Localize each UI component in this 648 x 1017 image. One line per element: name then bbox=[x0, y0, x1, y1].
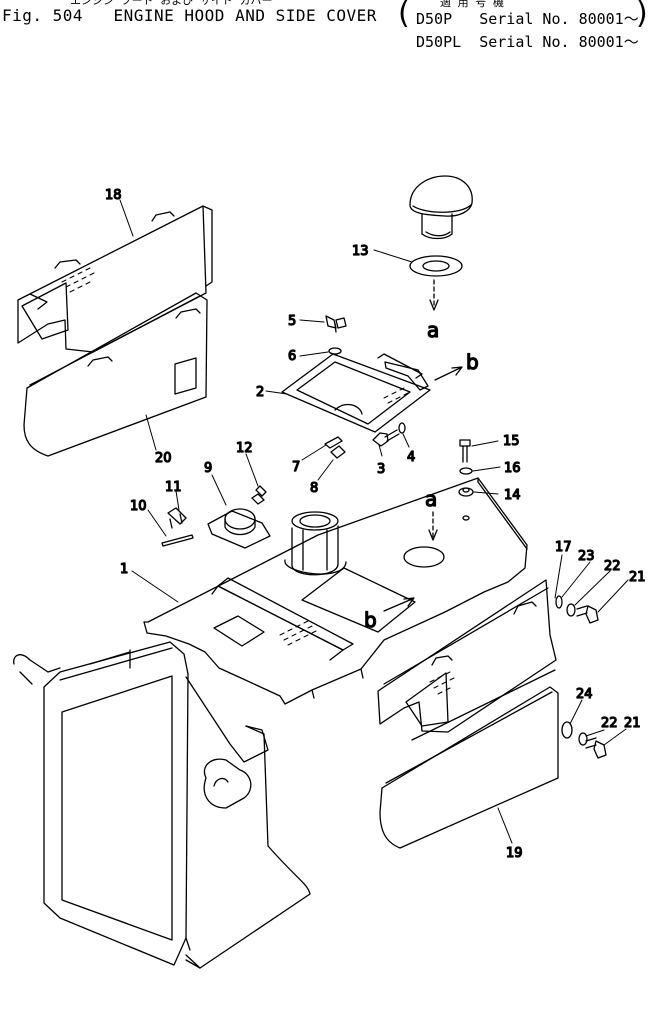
ref-b-right: b bbox=[466, 350, 479, 374]
callout-20: 20 bbox=[155, 451, 172, 466]
callout-4: 4 bbox=[407, 450, 415, 465]
figure-header: エンジン フード および サイド カバー 適 用 号 機 Fig. 504 EN… bbox=[0, 0, 648, 60]
wing-bolt-5 bbox=[325, 315, 347, 333]
ref-a-top: a bbox=[427, 318, 439, 342]
callout-19: 19 bbox=[506, 846, 523, 861]
washer-6 bbox=[328, 347, 342, 355]
filler-cap bbox=[409, 175, 473, 240]
callout-22b: 22 bbox=[601, 716, 618, 731]
washer-24 bbox=[561, 721, 573, 739]
callout-17: 17 bbox=[555, 540, 572, 555]
louver-2 bbox=[383, 387, 409, 404]
lockwasher-22b bbox=[578, 732, 588, 746]
callout-11: 11 bbox=[165, 480, 182, 495]
louver-1 bbox=[279, 620, 317, 646]
leader-b-hood bbox=[383, 598, 413, 612]
bracket-9 bbox=[207, 508, 271, 549]
applicability-row-1: D50P Serial No. 80001～ bbox=[416, 10, 639, 28]
callout-15: 15 bbox=[503, 434, 520, 449]
side-panel-20 bbox=[23, 292, 208, 457]
rod-10 bbox=[161, 534, 194, 547]
callout-24: 24 bbox=[576, 687, 593, 702]
pin-8 bbox=[330, 445, 346, 459]
callout-8: 8 bbox=[310, 481, 318, 496]
callout-1: 1 bbox=[120, 562, 128, 577]
japanese-applicability: 適 用 号 機 bbox=[440, 0, 504, 9]
callout-18: 18 bbox=[105, 188, 122, 203]
leader-lines bbox=[119, 199, 629, 844]
callout-3: 3 bbox=[377, 462, 385, 477]
side-panel-19 bbox=[379, 669, 559, 849]
callout-2: 2 bbox=[256, 385, 264, 400]
fan-shroud-pipe bbox=[203, 758, 252, 809]
callout-13: 13 bbox=[352, 244, 369, 259]
bolt-21a bbox=[576, 605, 599, 624]
arrow-a-hood bbox=[428, 529, 438, 541]
leader-b-right bbox=[434, 367, 461, 381]
clip-7 bbox=[324, 436, 343, 449]
radiator-assembly bbox=[13, 641, 311, 969]
callout-14: 14 bbox=[504, 488, 521, 503]
right-paren: ) bbox=[636, 0, 648, 31]
figure-name: ENGINE HOOD AND SIDE COVER bbox=[113, 6, 377, 25]
gasket-13 bbox=[409, 255, 463, 277]
lockwasher-22a bbox=[566, 603, 576, 617]
left-paren: ( bbox=[398, 0, 410, 31]
callout-9: 9 bbox=[204, 461, 212, 476]
side-panel-17 bbox=[377, 579, 557, 733]
callout-10: 10 bbox=[130, 499, 147, 514]
louver-18 bbox=[61, 267, 95, 293]
callout-23: 23 bbox=[578, 549, 595, 564]
callout-6: 6 bbox=[288, 349, 296, 364]
louver-17 bbox=[429, 671, 455, 695]
side-panel-18 bbox=[17, 205, 213, 353]
callout-16: 16 bbox=[504, 461, 521, 476]
callout-21a: 21 bbox=[629, 570, 646, 585]
japanese-title: エンジン フード および サイド カバー bbox=[70, 0, 273, 7]
callout-5: 5 bbox=[288, 314, 296, 329]
arrow-b-hood bbox=[403, 597, 415, 607]
bolt-21b bbox=[585, 737, 607, 759]
ref-a-hood: a bbox=[425, 487, 437, 511]
washer-16 bbox=[459, 467, 473, 475]
callout-22a: 22 bbox=[604, 559, 621, 574]
washer-23 bbox=[555, 595, 563, 609]
callout-21b: 21 bbox=[624, 716, 641, 731]
applicability-row-2: D50PL Serial No. 80001～ bbox=[416, 33, 639, 51]
nut-14 bbox=[458, 487, 474, 497]
spring-11 bbox=[167, 507, 187, 529]
bolt-15 bbox=[459, 439, 471, 463]
air-intake-stack bbox=[284, 511, 347, 576]
arrow-a-top bbox=[429, 299, 439, 311]
clip-12 bbox=[251, 485, 267, 505]
callout-7: 7 bbox=[292, 460, 300, 475]
cover-plate-2 bbox=[281, 353, 431, 433]
bolt-3 bbox=[372, 429, 400, 447]
figure-title: Fig. 504 ENGINE HOOD AND SIDE COVER bbox=[2, 6, 377, 25]
engine-hood-1 bbox=[143, 477, 528, 705]
washer-4 bbox=[398, 422, 406, 434]
arrow-b-right bbox=[451, 366, 463, 376]
callout-12: 12 bbox=[236, 441, 253, 456]
ref-b-hood: b bbox=[364, 608, 377, 632]
figure-label: Fig. 504 bbox=[2, 6, 84, 25]
